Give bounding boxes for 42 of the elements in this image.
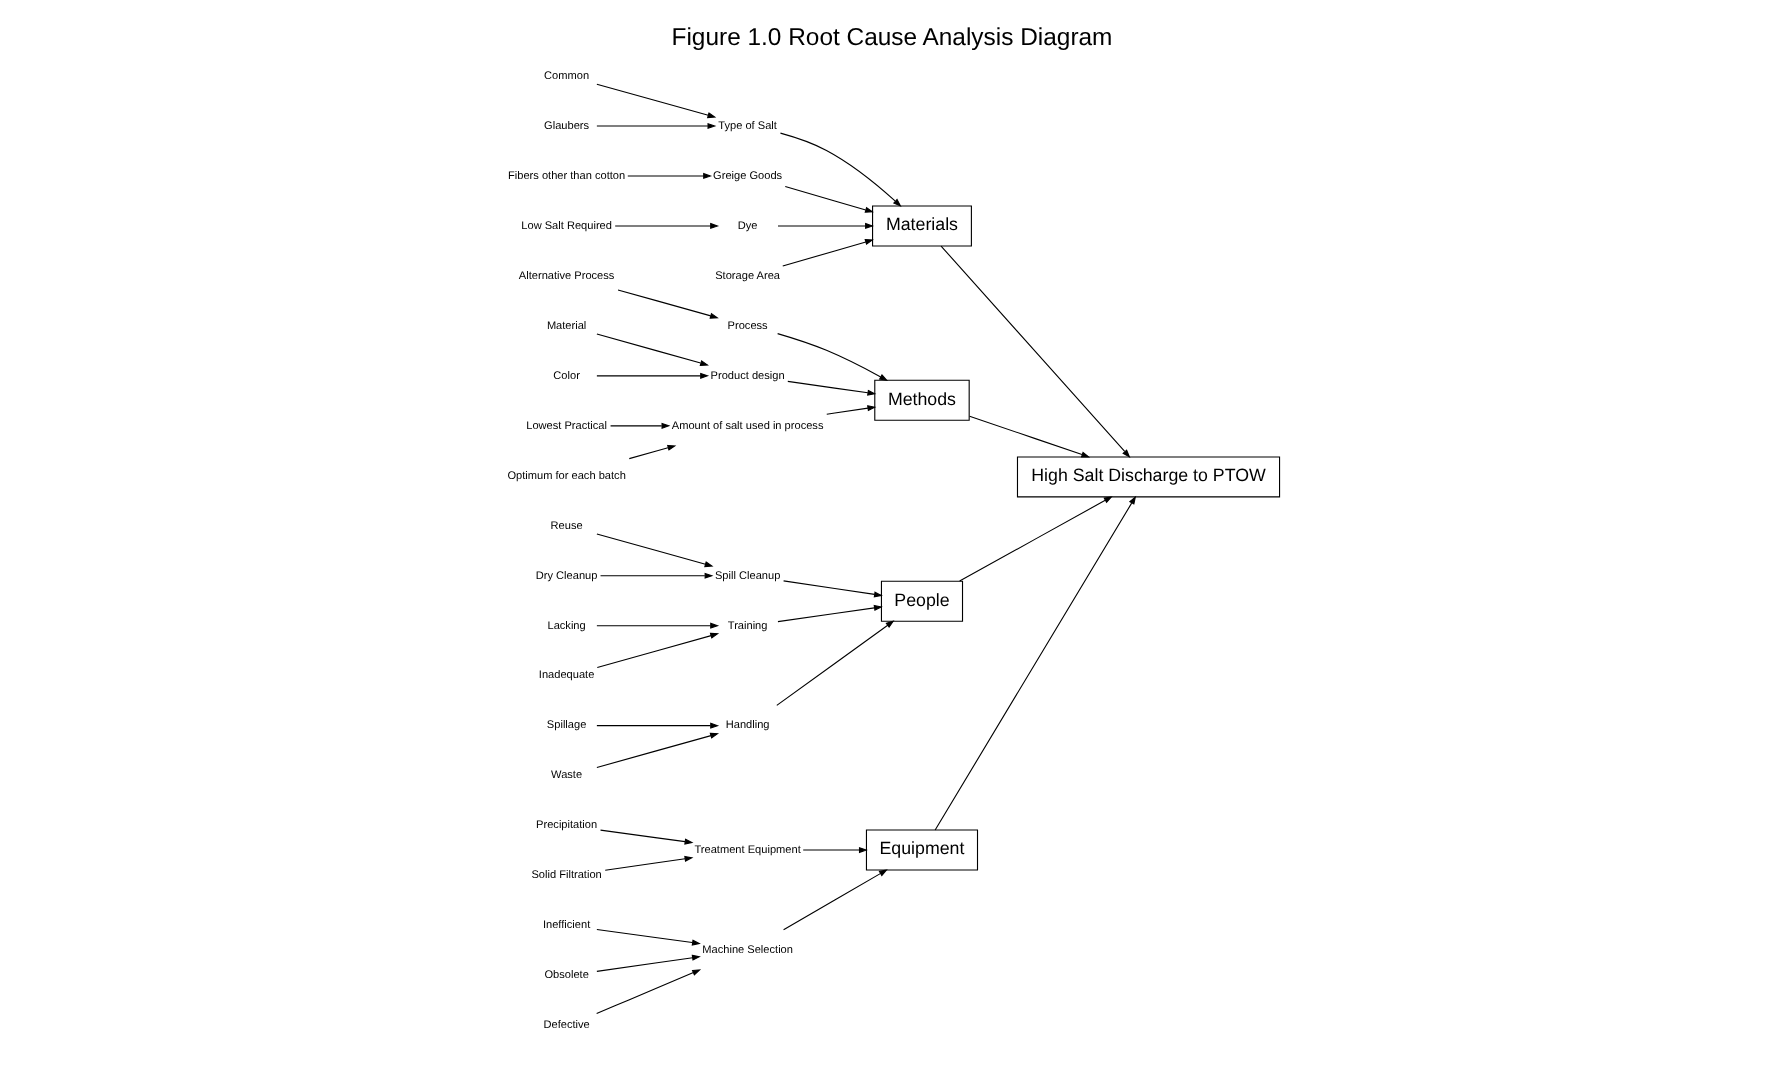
arrow	[613, 222, 719, 230]
arrow	[968, 415, 1090, 458]
arrow	[626, 172, 712, 180]
arrow	[939, 245, 1130, 458]
arrow	[958, 496, 1112, 582]
arrow	[776, 222, 873, 230]
arrow	[598, 572, 713, 579]
arrow	[825, 405, 876, 415]
arrow	[778, 132, 901, 207]
arrow	[595, 333, 708, 366]
arrow	[609, 422, 670, 429]
node-box: High Salt Discharge to PTOW	[1015, 456, 1280, 498]
arrow	[782, 869, 887, 931]
arrow	[781, 239, 873, 267]
arrow	[595, 722, 719, 729]
node-box: Equipment	[864, 829, 978, 871]
arrow	[933, 495, 1136, 831]
arrow	[782, 580, 882, 598]
arrow	[595, 954, 700, 972]
arrow	[776, 333, 888, 382]
arrow	[776, 604, 882, 623]
arrow	[603, 855, 693, 871]
arrow	[616, 289, 718, 319]
arrow	[595, 122, 716, 130]
arrow	[598, 829, 693, 845]
node-box: Materials	[871, 205, 971, 247]
diagram-title: Figure 1.0 Root Cause Analysis Diagram	[670, 22, 1112, 51]
arrow	[595, 632, 719, 668]
arrow	[627, 444, 676, 460]
arrow	[595, 928, 700, 946]
node-box: Methods	[873, 379, 969, 421]
arrow	[775, 620, 894, 706]
arrow	[595, 732, 719, 769]
arrow	[595, 533, 713, 568]
arrow	[595, 372, 709, 379]
node-box: People	[879, 580, 963, 622]
arrow	[595, 622, 719, 629]
arrow	[783, 186, 873, 213]
arrow	[786, 380, 876, 396]
arrow	[801, 846, 867, 854]
arrow	[595, 969, 701, 1014]
arrow	[595, 83, 716, 119]
